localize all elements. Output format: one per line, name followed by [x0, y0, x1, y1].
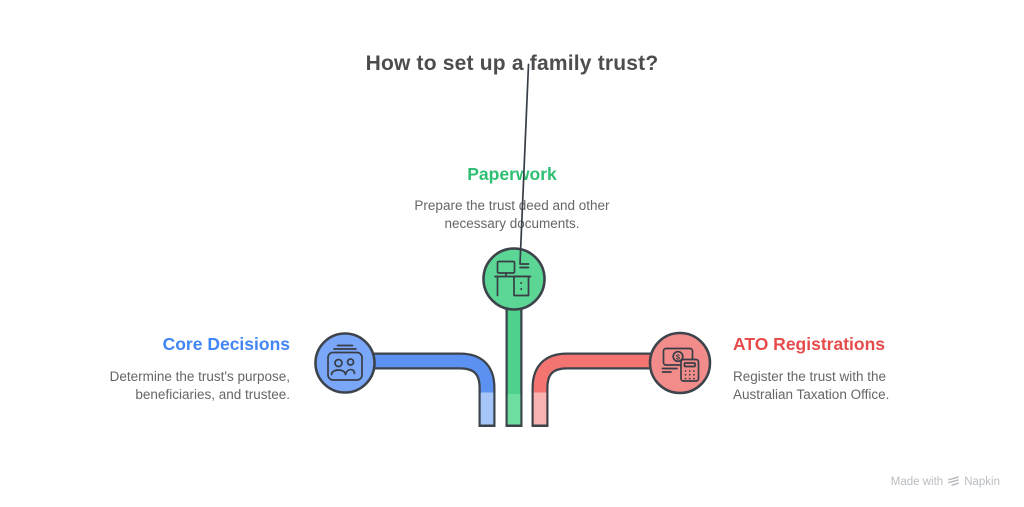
desk-computer-icon — [494, 63, 532, 297]
napkin-logo-icon — [948, 476, 960, 486]
description-line: Australian Taxation Office. — [733, 386, 890, 402]
step-label-ato-registrations: ATO Registrations — [733, 334, 886, 354]
step-description-paperwork: Prepare the trust deed and other necessa… — [0, 197, 1024, 232]
page-title: How to set up a family trust? — [365, 52, 659, 75]
description-line: Determine the trust's purpose, — [109, 369, 290, 384]
step-label-core-decisions: Core Decisions — [162, 334, 290, 354]
node-circle-ato-registrations — [648, 331, 712, 395]
money-calculator-icon: $ — [661, 347, 700, 382]
description-line: beneficiaries, and trustee. — [135, 386, 290, 402]
step-description-core-decisions: Determine the trust's purpose, beneficia… — [30, 368, 290, 403]
description-line: Prepare the trust deed and other — [414, 198, 610, 213]
step-label-paperwork: Paperwork — [467, 164, 557, 184]
made-with-napkin-link[interactable]: Made with Napkin — [891, 475, 1000, 488]
connector-red — [531, 352, 680, 427]
watermark-prefix: Made with — [890, 475, 944, 488]
watermark-brand: Napkin — [964, 475, 1000, 488]
dollar-glyph: $ — [676, 353, 681, 362]
connector-blue — [345, 352, 496, 427]
id-card-people-icon — [327, 344, 363, 381]
description-line: Register the trust with the — [733, 369, 887, 384]
description-line: necessary documents. — [444, 215, 580, 231]
step-description-ato-registrations: Register the trust with the Australian T… — [733, 368, 1003, 403]
